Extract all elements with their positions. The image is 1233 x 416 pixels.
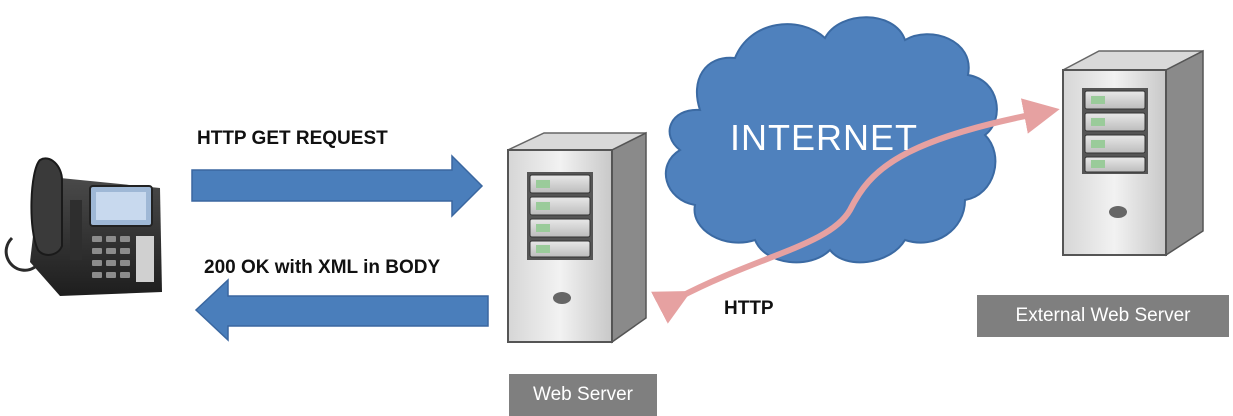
web-server-tower-icon bbox=[507, 131, 647, 344]
http-label: HTTP bbox=[724, 298, 774, 319]
desk-phone-icon bbox=[4, 157, 162, 296]
request-arrow bbox=[191, 154, 484, 218]
request-label: HTTP GET REQUEST bbox=[197, 128, 388, 149]
http-connection-arrow bbox=[651, 98, 1060, 324]
external-server-label: External Web Server bbox=[977, 295, 1229, 337]
cloud-label: INTERNET bbox=[730, 117, 918, 158]
web-server-label: Web Server bbox=[509, 374, 657, 416]
external-server-tower-icon bbox=[1062, 49, 1204, 257]
response-arrow bbox=[194, 278, 489, 342]
response-label: 200 OK with XML in BODY bbox=[204, 257, 441, 278]
